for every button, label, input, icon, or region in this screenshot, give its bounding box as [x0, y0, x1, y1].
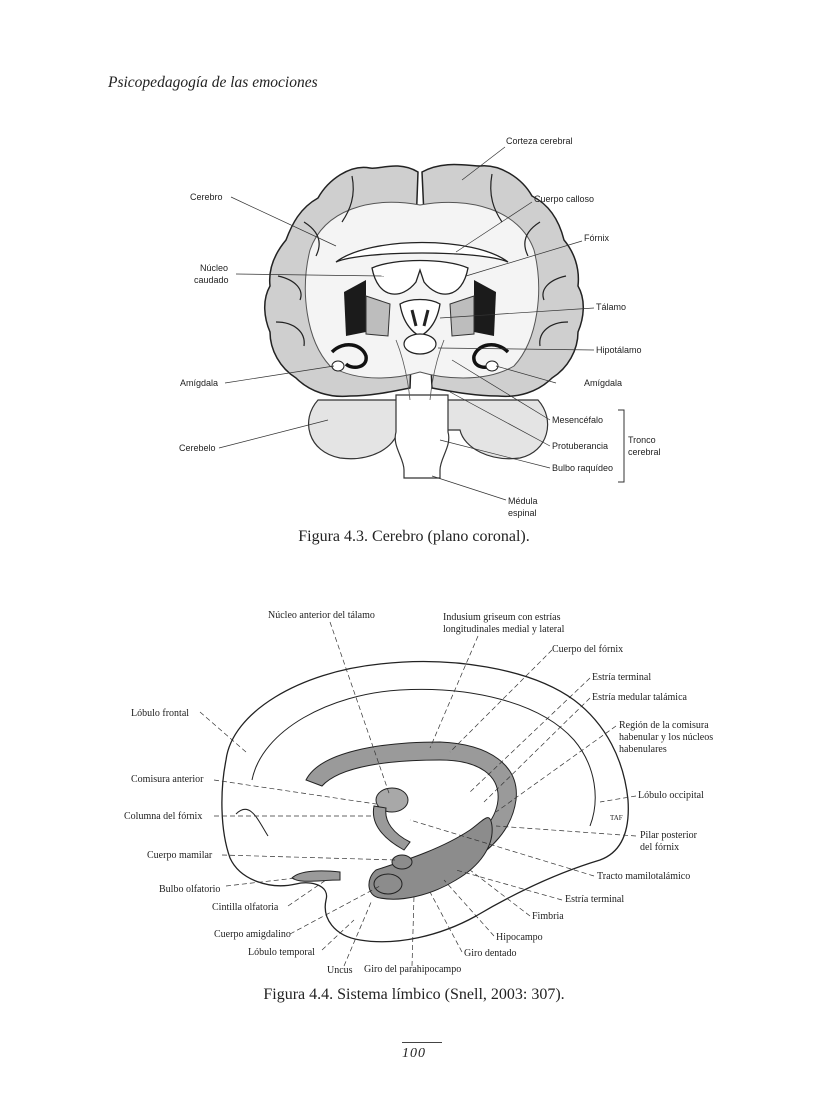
columna-fornix-shape: [372, 805, 411, 851]
label-estria-medular: Estría medular talámica: [592, 692, 688, 703]
label-region-2: habenular y los núcleos: [619, 732, 713, 743]
left-putamen: [365, 295, 391, 337]
label-amigdala-left: Amígdala: [180, 378, 218, 388]
tronco-bracket: [618, 409, 625, 483]
label-cuerpo-calloso: Cuerpo calloso: [534, 194, 594, 204]
label-mesencefalo: Mesencéfalo: [552, 415, 603, 425]
label-giro-dentado: Giro dentado: [464, 948, 517, 959]
label-uncus: Uncus: [327, 965, 353, 976]
label-fornix: Fórnix: [584, 233, 610, 243]
label-pilar-2: del fórnix: [640, 842, 679, 853]
label-cintilla: Cintilla olfatoria: [212, 902, 279, 913]
label-nucleo-1: Núcleo: [200, 263, 228, 273]
amigdala-limbic: [373, 873, 403, 895]
label-cuerpo-amigdalino: Cuerpo amigdalino: [214, 929, 291, 940]
label-cerebro: Cerebro: [190, 192, 223, 202]
cuerpo-calloso-shape: [335, 241, 509, 263]
fig2-leaders: [199, 621, 637, 967]
label-lobulo-occipital: Lóbulo occipital: [638, 790, 704, 801]
white-matter: [304, 201, 540, 379]
label-cuerpo-fornix: Cuerpo del fórnix: [552, 644, 623, 655]
label-cuerpo-mamilar: Cuerpo mamilar: [147, 850, 213, 861]
label-columna-fornix: Columna del fórnix: [124, 811, 202, 822]
label-hipocampo: Hipocampo: [496, 932, 543, 943]
label-pilar-1: Pilar posterior: [640, 830, 698, 841]
figure2-caption: Figura 4.4. Sistema límbico (Snell, 2003…: [263, 986, 565, 1003]
label-tronco-1: Tronco: [628, 435, 656, 445]
label-indusium-1: Indusium griseum con estrías: [443, 612, 561, 623]
label-amigdala-right: Amígdala: [584, 378, 622, 388]
label-corteza: Corteza cerebral: [506, 136, 573, 146]
amigdala-right-shape: [485, 360, 499, 372]
label-bulbo-olfatorio: Bulbo olfatorio: [159, 884, 220, 895]
label-lobulo-temporal: Lóbulo temporal: [248, 947, 315, 958]
right-basal-dark: [474, 280, 496, 336]
label-nucleo-2: caudado: [194, 275, 229, 285]
label-medula-1: Médula: [508, 496, 538, 506]
label-fimbria: Fimbria: [532, 911, 564, 922]
page-number: 100: [402, 1046, 426, 1061]
cuerpo-mamilar-shape: [391, 854, 413, 870]
right-putamen: [449, 295, 475, 337]
talamo-limbic: [375, 787, 409, 813]
label-estria-terminal-bottom: Estría terminal: [565, 894, 624, 905]
figure1-caption: Figura 4.3. Cerebro (plano coronal).: [298, 528, 530, 545]
label-region-3: habenulares: [619, 744, 667, 755]
label-comisura-anterior: Comisura anterior: [131, 774, 204, 785]
label-hipotalamo: Hipotálamo: [596, 345, 642, 355]
label-talamo: Tálamo: [596, 302, 626, 312]
bulbo-olfatorio-shape: [291, 870, 341, 882]
label-tronco-2: cerebral: [628, 447, 661, 457]
label-giro-parahipocampo: Giro del parahipocampo: [364, 964, 461, 975]
talamo-shape: [399, 298, 441, 337]
illustrator-signature: TAF: [610, 814, 623, 822]
label-estria-terminal-top: Estría terminal: [592, 672, 651, 683]
label-protuberancia: Protuberancia: [552, 441, 608, 451]
label-lobulo-frontal: Lóbulo frontal: [131, 708, 189, 719]
left-basal-dark: [344, 280, 366, 336]
fig1-leaders: [218, 146, 595, 501]
label-cerebelo: Cerebelo: [179, 443, 216, 453]
hipotalamo-shape: [403, 333, 437, 355]
page-number-rule: [402, 1042, 442, 1043]
tronco-shape: [394, 394, 450, 479]
sulci: [275, 173, 569, 347]
ventricles: [371, 259, 469, 295]
running-title: Psicopedagogía de las emociones: [108, 74, 318, 91]
label-region-1: Región de la comisura: [619, 720, 709, 731]
label-tracto: Tracto mamilotalámico: [597, 871, 690, 882]
label-medula-2: espinal: [508, 508, 537, 518]
label-indusium-2: longitudinales medial y lateral: [443, 624, 565, 635]
label-bulbo: Bulbo raquídeo: [552, 463, 613, 473]
label-nucleo-anterior: Núcleo anterior del tálamo: [268, 610, 375, 621]
